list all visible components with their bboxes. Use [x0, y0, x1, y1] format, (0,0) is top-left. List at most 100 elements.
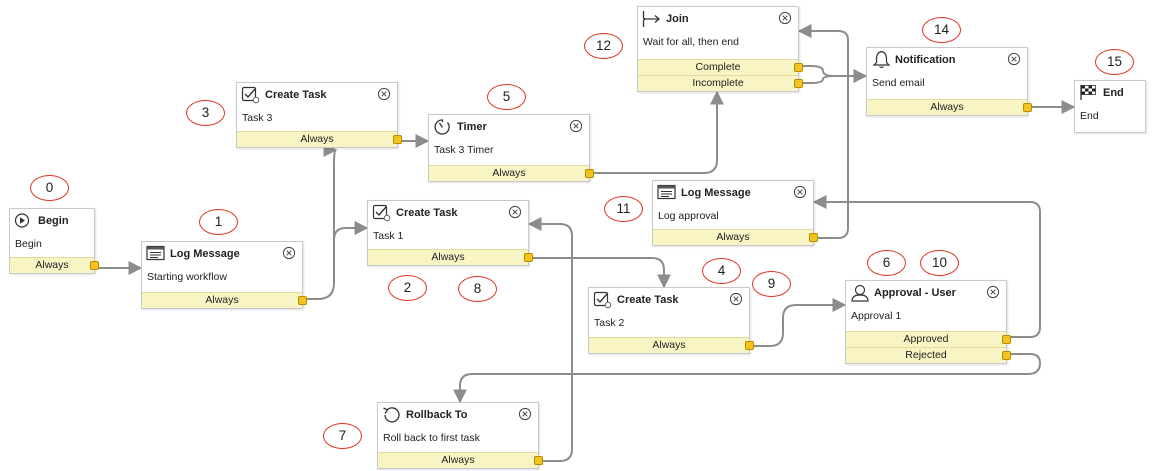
output-label: Always — [205, 294, 239, 306]
output-port[interactable] — [585, 169, 594, 178]
close-icon[interactable] — [793, 185, 807, 199]
output-incomplete[interactable]: Incomplete — [638, 75, 803, 91]
output-port[interactable] — [393, 135, 402, 144]
output-port[interactable] — [298, 296, 307, 305]
output-always[interactable]: Always — [429, 165, 594, 181]
wire-log-to-task1 — [333, 221, 369, 241]
output-label: Always — [431, 251, 465, 263]
step-badge: 12 — [584, 33, 623, 59]
checkered-flag-icon — [1079, 84, 1099, 101]
join-icon — [642, 10, 662, 27]
node-title: Create Task — [396, 207, 458, 219]
output-always[interactable]: Always — [867, 99, 1032, 115]
wire-join-to-notification — [798, 65, 868, 83]
output-label: Always — [441, 454, 475, 466]
step-badge: 8 — [458, 276, 497, 302]
close-icon[interactable] — [778, 11, 792, 25]
user-icon — [850, 284, 870, 302]
output-port[interactable] — [534, 456, 543, 465]
node-notification[interactable]: Notification Send email Always — [866, 47, 1032, 116]
close-icon[interactable] — [377, 87, 391, 101]
close-icon[interactable] — [518, 407, 532, 421]
close-icon[interactable] — [729, 292, 743, 306]
bell-icon — [872, 50, 892, 69]
output-approved[interactable]: Approved — [846, 331, 1011, 347]
step-badge: 3 — [186, 100, 225, 126]
output-port[interactable] — [794, 79, 803, 88]
node-approval-user[interactable]: Approval - User Approval 1 Approved Reje… — [845, 280, 1011, 364]
node-title: Rollback To — [406, 409, 468, 421]
step-badge: 14 — [922, 17, 961, 43]
node-rollback-to[interactable]: Rollback To Roll back to first task Alwa… — [377, 402, 543, 469]
output-port[interactable] — [745, 341, 754, 350]
rollback-icon — [382, 406, 402, 423]
output-port[interactable] — [1002, 335, 1011, 344]
output-label: Complete — [695, 61, 741, 73]
node-title: Log Message — [681, 187, 751, 199]
output-port[interactable] — [809, 233, 818, 242]
node-create-task-1[interactable]: Create Task Task 1 Always — [367, 200, 533, 266]
output-port[interactable] — [90, 261, 99, 270]
output-label: Approved — [903, 333, 949, 345]
step-badge: 9 — [752, 271, 791, 297]
output-port[interactable] — [1002, 351, 1011, 360]
output-always[interactable]: Always — [589, 337, 754, 353]
close-icon[interactable] — [282, 246, 296, 260]
node-description: End — [1080, 110, 1099, 122]
output-label: Always — [652, 339, 686, 351]
output-label: Rejected — [905, 349, 947, 361]
node-description: Task 3 Timer — [434, 144, 494, 156]
node-title: End — [1103, 87, 1124, 99]
close-icon[interactable] — [508, 205, 522, 219]
output-always[interactable]: Always — [653, 229, 818, 245]
step-badge: 5 — [487, 84, 526, 110]
output-label: Always — [35, 259, 69, 271]
node-description: Task 2 — [594, 317, 625, 329]
close-icon[interactable] — [569, 119, 583, 133]
node-description: Roll back to first task — [383, 432, 480, 444]
node-create-task-3[interactable]: Create Task Task 3 Always — [236, 82, 402, 148]
node-join[interactable]: Join Wait for all, then end Complete Inc… — [637, 6, 803, 92]
node-log-message-approval[interactable]: Log Message Log approval Always — [652, 180, 818, 246]
node-end[interactable]: End End — [1074, 80, 1146, 133]
log-message-icon — [146, 245, 166, 262]
play-icon — [14, 212, 34, 229]
output-label: Always — [300, 133, 334, 145]
output-rejected[interactable]: Rejected — [846, 347, 1011, 363]
close-icon[interactable] — [1007, 52, 1021, 66]
task-check-icon — [372, 204, 392, 222]
output-always[interactable]: Always — [368, 249, 533, 265]
step-badge: 1 — [199, 209, 238, 235]
step-badge: 7 — [323, 423, 362, 449]
step-badge: 0 — [30, 175, 69, 201]
wire-log-to-task3 — [303, 143, 338, 300]
node-create-task-2[interactable]: Create Task Task 2 Always — [588, 287, 754, 354]
node-log-message-start[interactable]: Log Message Starting workflow Always — [141, 241, 307, 309]
output-port[interactable] — [524, 253, 533, 262]
log-message-icon — [657, 184, 677, 201]
output-always[interactable]: Always — [378, 452, 543, 468]
output-label: Always — [716, 231, 750, 243]
output-port[interactable] — [1023, 103, 1032, 112]
wire-task2-to-approval — [749, 298, 847, 347]
output-complete[interactable]: Complete — [638, 59, 803, 75]
output-label: Always — [930, 101, 964, 113]
output-label: Always — [492, 167, 526, 179]
step-badge: 6 — [867, 250, 906, 276]
output-always[interactable]: Always — [10, 257, 99, 273]
node-title: Approval - User — [874, 287, 956, 299]
wire-join-incomplete — [798, 75, 836, 84]
node-description: Starting workflow — [147, 271, 227, 283]
output-always[interactable]: Always — [237, 131, 402, 147]
node-timer[interactable]: Timer Task 3 Timer Always — [428, 114, 594, 182]
node-description: Task 3 — [242, 112, 273, 124]
output-always[interactable]: Always — [142, 292, 307, 308]
node-description: Send email — [872, 77, 925, 89]
node-title: Join — [666, 13, 689, 25]
node-title: Create Task — [265, 89, 327, 101]
node-title: Log Message — [170, 248, 240, 260]
close-icon[interactable] — [986, 285, 1000, 299]
node-begin[interactable]: Begin Begin Always — [9, 208, 99, 274]
output-port[interactable] — [794, 63, 803, 72]
